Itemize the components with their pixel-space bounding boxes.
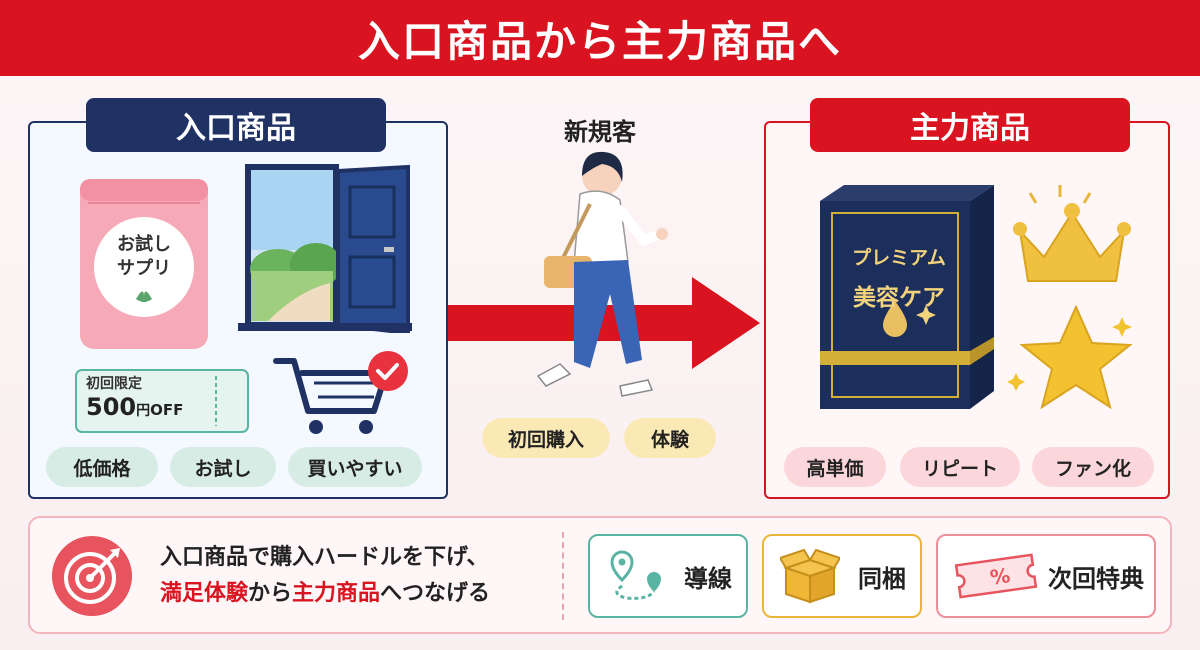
card-next-benefit: % 次回特典 <box>936 534 1156 618</box>
target-icon <box>52 536 132 616</box>
tag-fan: ファン化 <box>1032 447 1154 487</box>
coupon-off: OFF <box>150 401 184 419</box>
coupon-unit: 円 <box>136 403 151 419</box>
svg-text:%: % <box>989 563 1012 590</box>
main-product-panel: 主力商品 プレミアム 美容ケア 高単価 リピート ファン化 <box>764 98 1170 499</box>
shopping-cart-icon <box>273 351 408 434</box>
crown-icon <box>1013 185 1131 282</box>
flow-arrow <box>448 277 760 369</box>
page-title: 入口商品から主力商品へ <box>357 16 842 66</box>
coupon-title: 初回限定 <box>86 376 142 392</box>
card-next-benefit-label: 次回特典 <box>1048 564 1144 593</box>
open-door-icon <box>238 164 412 333</box>
new-customer-label: 新規客 <box>564 118 636 146</box>
coupon-amount: 500 <box>86 393 137 421</box>
divider <box>562 532 564 620</box>
tag-experience: 体験 <box>624 418 716 458</box>
supplement-pouch-icon <box>80 179 208 349</box>
package-box-icon <box>780 548 840 604</box>
summary-panel: 入口商品で購入ハードルを下げ、 満足体験から主力商品へつなげる 導線 同梱 % … <box>28 516 1172 634</box>
card-bundle: 同梱 <box>762 534 922 618</box>
premium-box-label: プレミアム 美容ケア <box>852 247 946 311</box>
percent-coupon-icon: % <box>954 553 1038 599</box>
coupon-ticket-icon <box>75 369 249 433</box>
main-panel-title: 主力商品 <box>810 98 1130 152</box>
tag-trial: お試し <box>170 447 276 487</box>
card-route-label: 導線 <box>684 564 732 593</box>
summary-message: 入口商品で購入ハードルを下げ、 満足体験から主力商品へつなげる <box>160 545 491 606</box>
tag-repeat: リピート <box>900 447 1020 487</box>
card-route: 導線 <box>588 534 748 618</box>
entry-panel-title: 入口商品 <box>86 98 386 152</box>
entry-product-panel: 入口商品 お試し サプリ 初回限定 500円OFF <box>28 98 448 499</box>
tag-easy-to-buy: 買いやすい <box>288 447 422 487</box>
walking-woman-icon <box>536 151 668 397</box>
tag-high-price: 高単価 <box>784 447 886 487</box>
pouch-label: お試し サプリ <box>117 234 171 279</box>
coupon-amount-text: 500円OFF <box>86 393 183 421</box>
premium-box-icon <box>820 185 994 409</box>
tag-first-purchase: 初回購入 <box>482 418 610 458</box>
star-icon <box>1008 304 1133 410</box>
card-bundle-label: 同梱 <box>858 564 906 593</box>
tag-low-price: 低価格 <box>46 447 158 487</box>
header-banner: 入口商品から主力商品へ <box>0 0 1200 76</box>
route-pin-icon <box>610 550 661 600</box>
